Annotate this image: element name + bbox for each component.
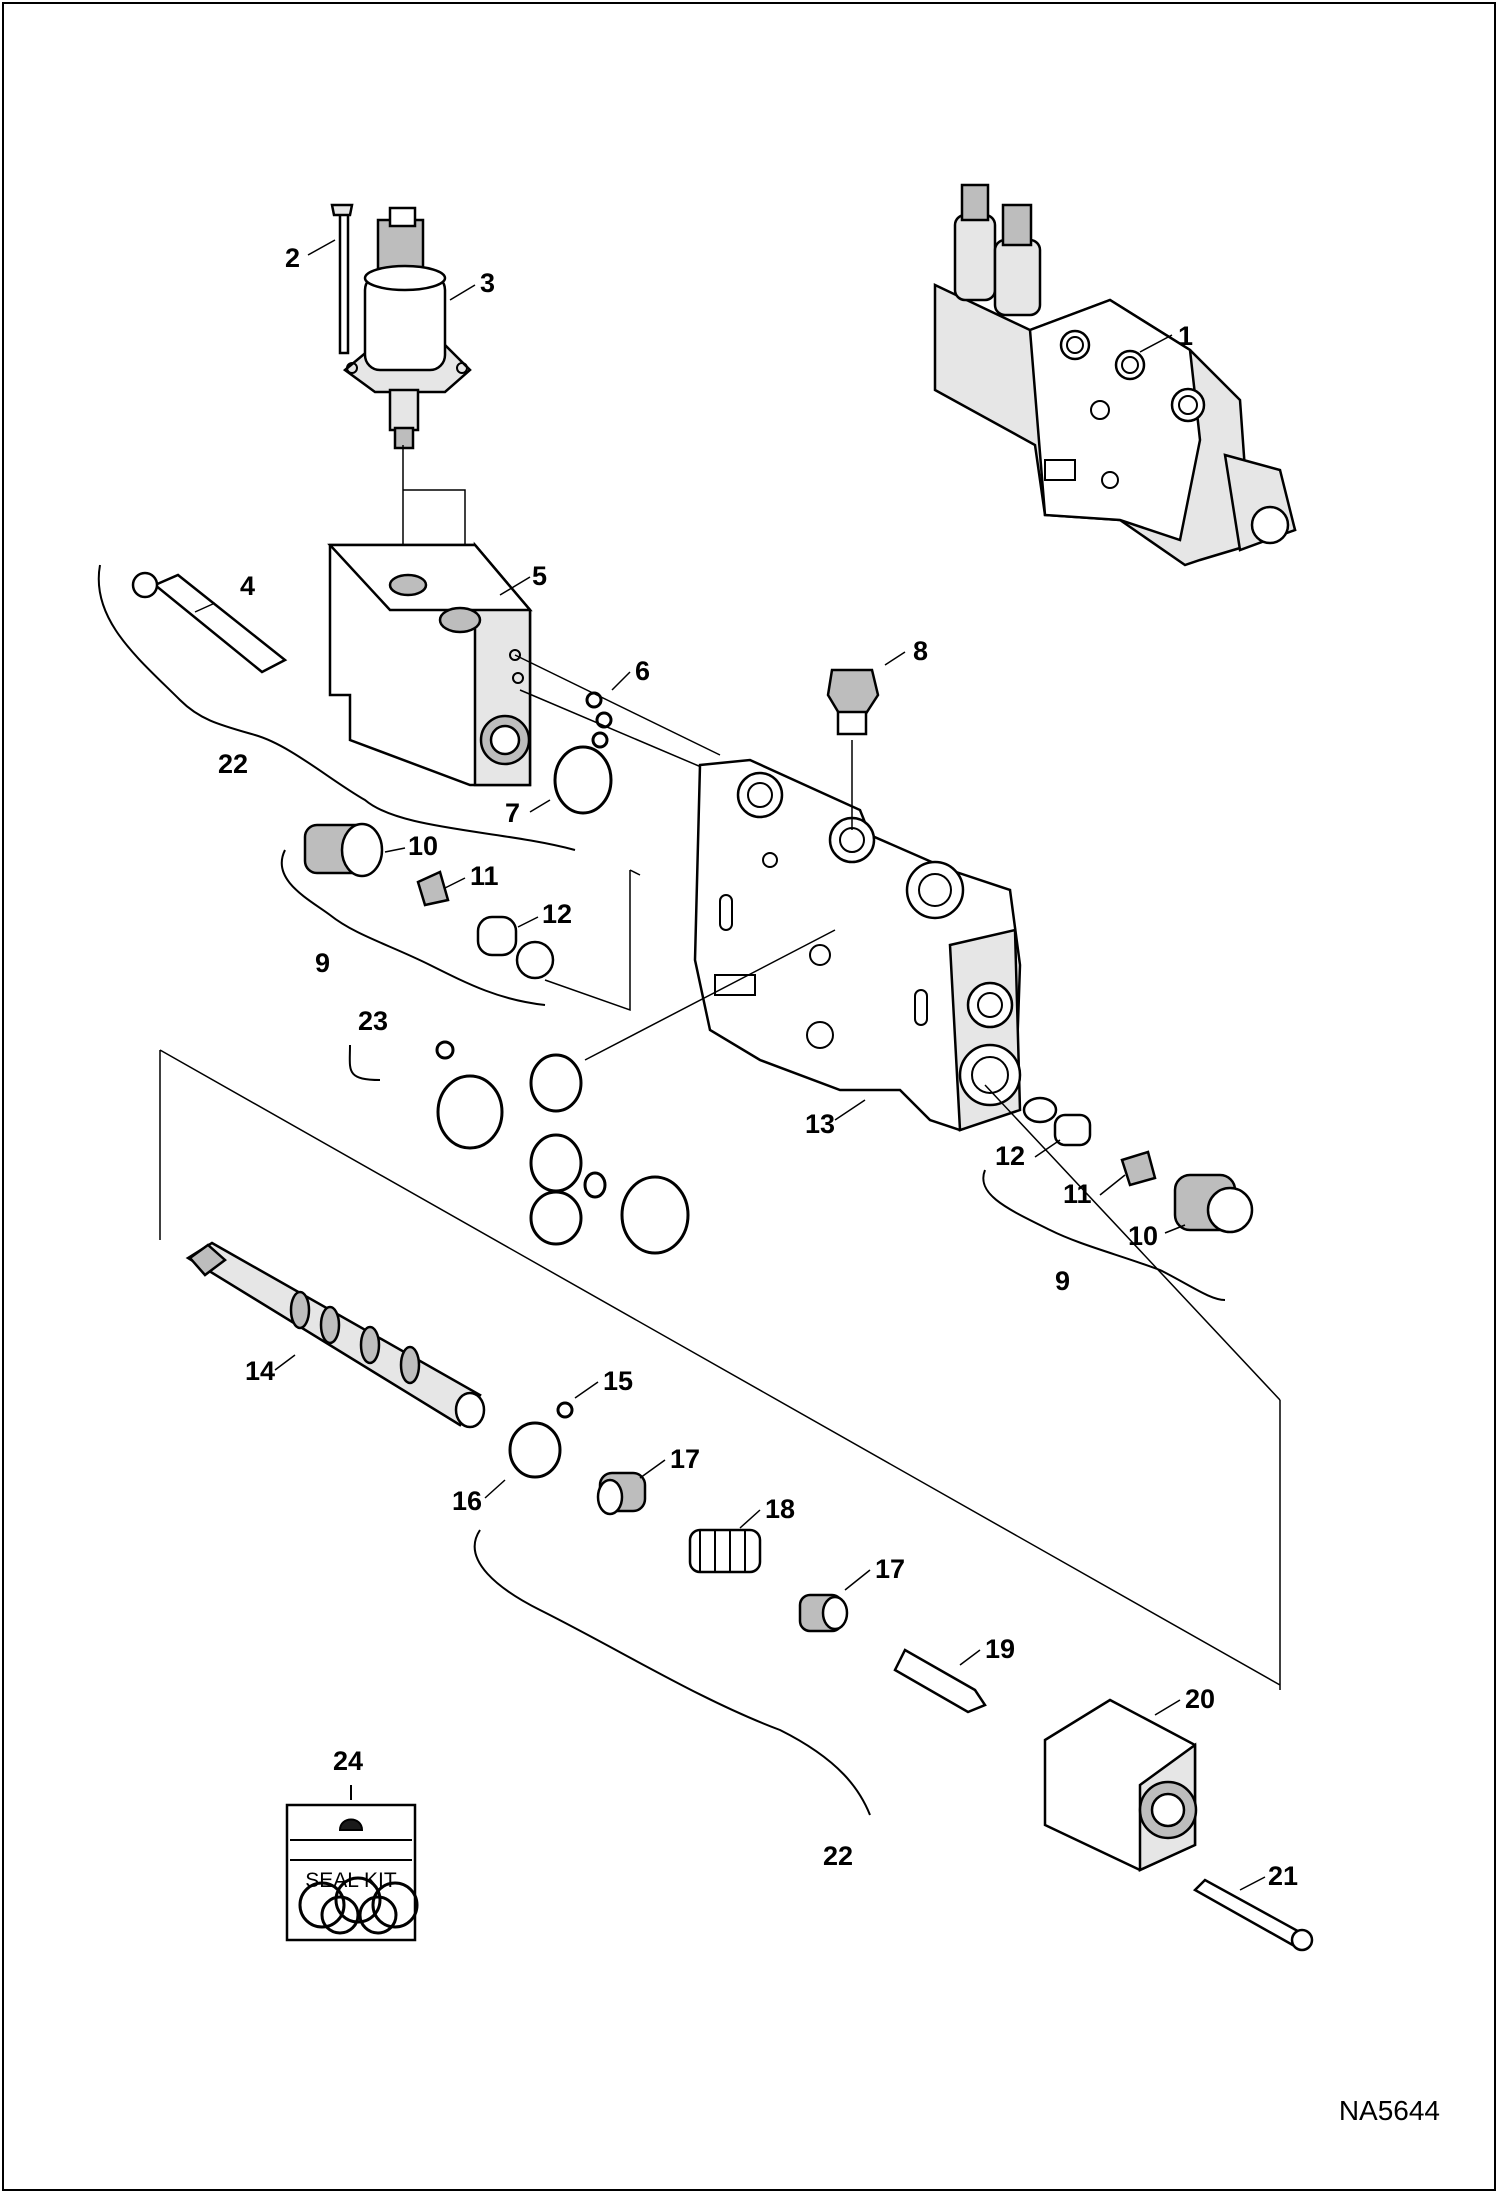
callout-11-right: 11	[1063, 1179, 1092, 1209]
callout-24: 24	[333, 1746, 363, 1776]
seal-rings-illustration	[553, 691, 613, 815]
callout-20: 20	[1185, 1684, 1215, 1714]
callout-12-right: 12	[995, 1141, 1025, 1171]
callout-10-right: 10	[1128, 1221, 1158, 1251]
callout-16: 16	[452, 1486, 482, 1516]
callout-15: 15	[603, 1366, 633, 1396]
callout-11-left: 11	[470, 861, 499, 891]
callout-8: 8	[913, 636, 928, 666]
callout-22-upper: 22	[218, 749, 248, 779]
callout-17-upper: 17	[670, 1444, 700, 1474]
callout-4: 4	[240, 571, 255, 601]
right-check-assembly	[1022, 1096, 1254, 1234]
callout-7: 7	[505, 798, 520, 828]
callout-12-left: 12	[542, 899, 572, 929]
spring-cap-assembly	[508, 1401, 1314, 1952]
drawing-code: NA5644	[1339, 2095, 1440, 2126]
callout-22-lower: 22	[823, 1841, 853, 1871]
callout-23: 23	[358, 1006, 388, 1036]
o-ring-set-illustration	[435, 929, 836, 1255]
callout-1: 1	[1178, 321, 1193, 351]
grouping-braces	[97, 564, 1281, 1816]
callout-18: 18	[765, 1494, 795, 1524]
callout-14: 14	[245, 1356, 275, 1386]
callout-3: 3	[480, 268, 495, 298]
callout-17-lower: 17	[875, 1554, 905, 1584]
callout-9-right: 9	[1055, 1266, 1070, 1296]
callout-9-left: 9	[315, 948, 330, 978]
leader-lines	[194, 239, 1266, 1891]
callout-2: 2	[285, 243, 300, 273]
callout-6: 6	[635, 656, 650, 686]
callout-19: 19	[985, 1634, 1015, 1664]
callout-10-left: 10	[408, 831, 438, 861]
callout-13: 13	[805, 1109, 835, 1139]
pilot-block-illustration	[131, 541, 721, 787]
left-check-assembly	[303, 822, 555, 980]
callout-labels: 1 2 3 4 5 6 7 8 9 9 10 10 11 11 12 12 13…	[218, 243, 1298, 1891]
seal-kit-box: SEAL KIT	[285, 1785, 419, 1942]
solenoid-illustration	[330, 203, 472, 600]
valve-section-body	[693, 758, 1022, 1132]
plug-illustration	[826, 668, 880, 830]
valve-assembly-illustration	[933, 183, 1297, 567]
spool-illustration	[185, 1241, 486, 1429]
callout-21: 21	[1268, 1861, 1298, 1891]
callout-5: 5	[532, 561, 547, 591]
